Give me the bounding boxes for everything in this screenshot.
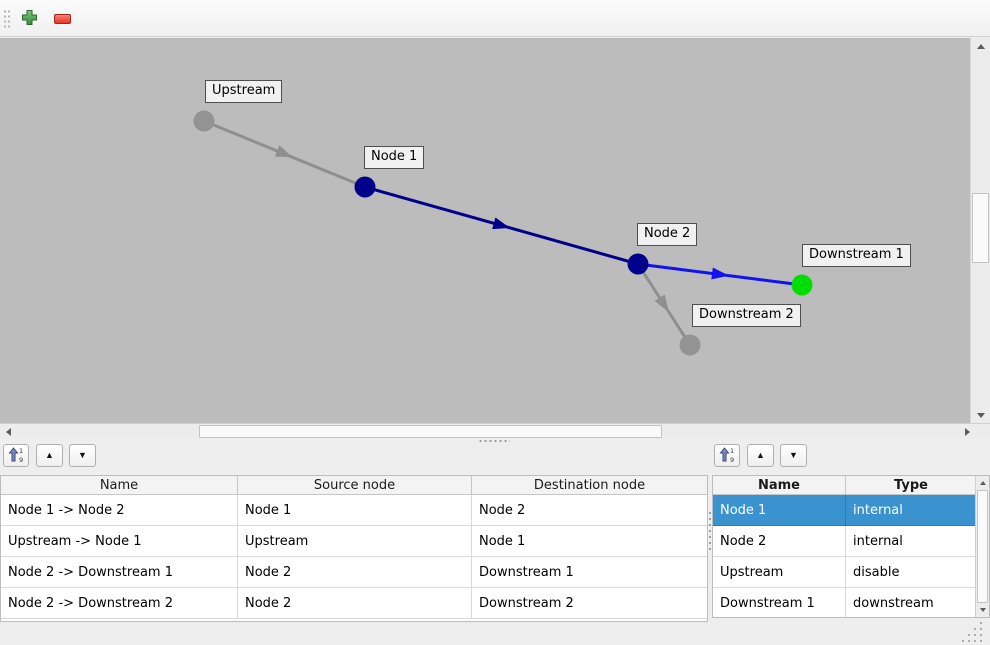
node-row[interactable]: Upstream disable (713, 557, 976, 588)
table-cell[interactable]: internal (853, 502, 903, 518)
table-cell[interactable]: Downstream 1 (479, 564, 574, 580)
up-arrow-icon (976, 43, 985, 49)
up-triangle-icon: ▲ (756, 450, 765, 460)
table-cell[interactable]: Node 2 (479, 502, 526, 518)
graph-node[interactable] (679, 334, 701, 356)
graph-node[interactable] (354, 176, 376, 198)
column-header[interactable]: Name (713, 476, 846, 494)
minus-icon (53, 12, 71, 27)
canvas-vertical-scrollbar[interactable] (970, 38, 990, 423)
edges-sort-button[interactable]: 1 9 (3, 444, 29, 467)
canvas-horizontal-scrollbar[interactable] (0, 423, 975, 438)
table-cell[interactable]: Node 2 (713, 526, 846, 556)
node-label[interactable]: Node 2 (637, 223, 698, 246)
nodes-sort-button[interactable]: 1 9 (714, 444, 740, 467)
up-triangle-icon: ▲ (45, 450, 54, 460)
column-header[interactable]: Name (1, 476, 238, 494)
graph-node[interactable] (791, 274, 813, 296)
nodes-move-up-button[interactable]: ▲ (747, 444, 774, 467)
left-arrow-icon (5, 427, 11, 436)
vertical-scroll-thumb[interactable] (977, 490, 988, 603)
scroll-down-button[interactable] (976, 603, 989, 617)
main-toolbar (0, 0, 990, 37)
table-cell[interactable]: Upstream (238, 526, 472, 556)
table-cell[interactable]: Node 2 -> Downstream 1 (1, 557, 238, 587)
edges-move-up-button[interactable]: ▲ (36, 444, 63, 467)
svg-text:9: 9 (19, 456, 23, 463)
scrollbar-corner (975, 423, 990, 438)
svg-text:9: 9 (730, 456, 734, 463)
remove-button[interactable] (49, 6, 75, 32)
table-cell[interactable]: Node 2 (238, 557, 472, 587)
table-cell[interactable]: Node 1 (713, 495, 846, 525)
table-cell[interactable]: Node 1 -> Node 2 (1, 495, 238, 525)
add-button[interactable] (16, 6, 42, 32)
right-arrow-icon (964, 427, 970, 436)
down-arrow-icon (976, 412, 985, 418)
down-triangle-icon: ▼ (789, 450, 798, 460)
sort-ascending-icon: 1 9 (719, 446, 735, 466)
graph-node[interactable] (627, 253, 649, 275)
scroll-down-button[interactable] (971, 407, 990, 423)
table-cell[interactable]: Node 2 (238, 588, 472, 618)
edge-arrow-icon (274, 145, 293, 158)
horizontal-scroll-thumb[interactable] (199, 425, 662, 438)
sort-ascending-icon: 1 9 (8, 446, 24, 466)
column-header[interactable]: Type (894, 477, 928, 493)
horizontal-pane-splitter[interactable] (478, 439, 510, 443)
graph-node[interactable] (193, 110, 215, 132)
nodes-table-scrollbar[interactable] (975, 476, 989, 617)
svg-text:1: 1 (19, 447, 23, 455)
scroll-up-button[interactable] (971, 38, 990, 54)
node-label[interactable]: Upstream (205, 80, 283, 103)
table-cell[interactable]: Downstream 1 (713, 588, 846, 617)
table-header: Name Type (713, 476, 976, 495)
node-row[interactable]: Node 2 internal (713, 526, 976, 557)
column-header[interactable]: Destination node (533, 477, 646, 493)
table-cell[interactable]: disable (853, 564, 900, 580)
table-cell[interactable]: Node 1 (238, 495, 472, 525)
edges-move-down-button[interactable]: ▼ (69, 444, 96, 467)
node-label[interactable]: Node 1 (364, 146, 425, 169)
node-label[interactable]: Downstream 1 (802, 244, 911, 267)
down-triangle-icon: ▼ (78, 450, 87, 460)
graph-svg (193, 110, 813, 356)
node-label[interactable]: Downstream 2 (692, 304, 801, 327)
nodes-move-down-button[interactable]: ▼ (780, 444, 807, 467)
node-row[interactable]: Node 1 internal (713, 495, 976, 526)
table-cell[interactable]: downstream (853, 595, 934, 611)
scroll-up-button[interactable] (976, 476, 989, 490)
vertical-pane-splitter[interactable] (708, 510, 712, 554)
table-cell[interactable]: Upstream -> Node 1 (1, 526, 238, 556)
plus-icon (21, 9, 38, 29)
node-row[interactable]: Downstream 1 downstream (713, 588, 976, 617)
column-header[interactable]: Source node (238, 476, 472, 494)
down-arrow-icon (979, 608, 986, 612)
table-cell[interactable]: Node 1 (479, 533, 526, 549)
vertical-scroll-thumb[interactable] (972, 193, 989, 263)
scroll-left-button[interactable] (0, 425, 16, 438)
table-cell[interactable]: internal (853, 533, 903, 549)
scroll-right-button[interactable] (959, 425, 975, 438)
up-arrow-icon (979, 481, 986, 485)
window-resize-grip[interactable] (962, 640, 964, 642)
edge-arrow-icon (654, 294, 669, 313)
edge-arrow-icon (492, 217, 511, 230)
svg-text:1: 1 (730, 447, 734, 455)
edge-arrow-icon (711, 267, 729, 280)
table-cell[interactable]: Downstream 2 (479, 595, 574, 611)
table-cell[interactable]: Upstream (713, 557, 846, 587)
table-cell[interactable]: Node 2 -> Downstream 2 (1, 588, 238, 618)
toolbar-grip[interactable] (3, 9, 11, 29)
